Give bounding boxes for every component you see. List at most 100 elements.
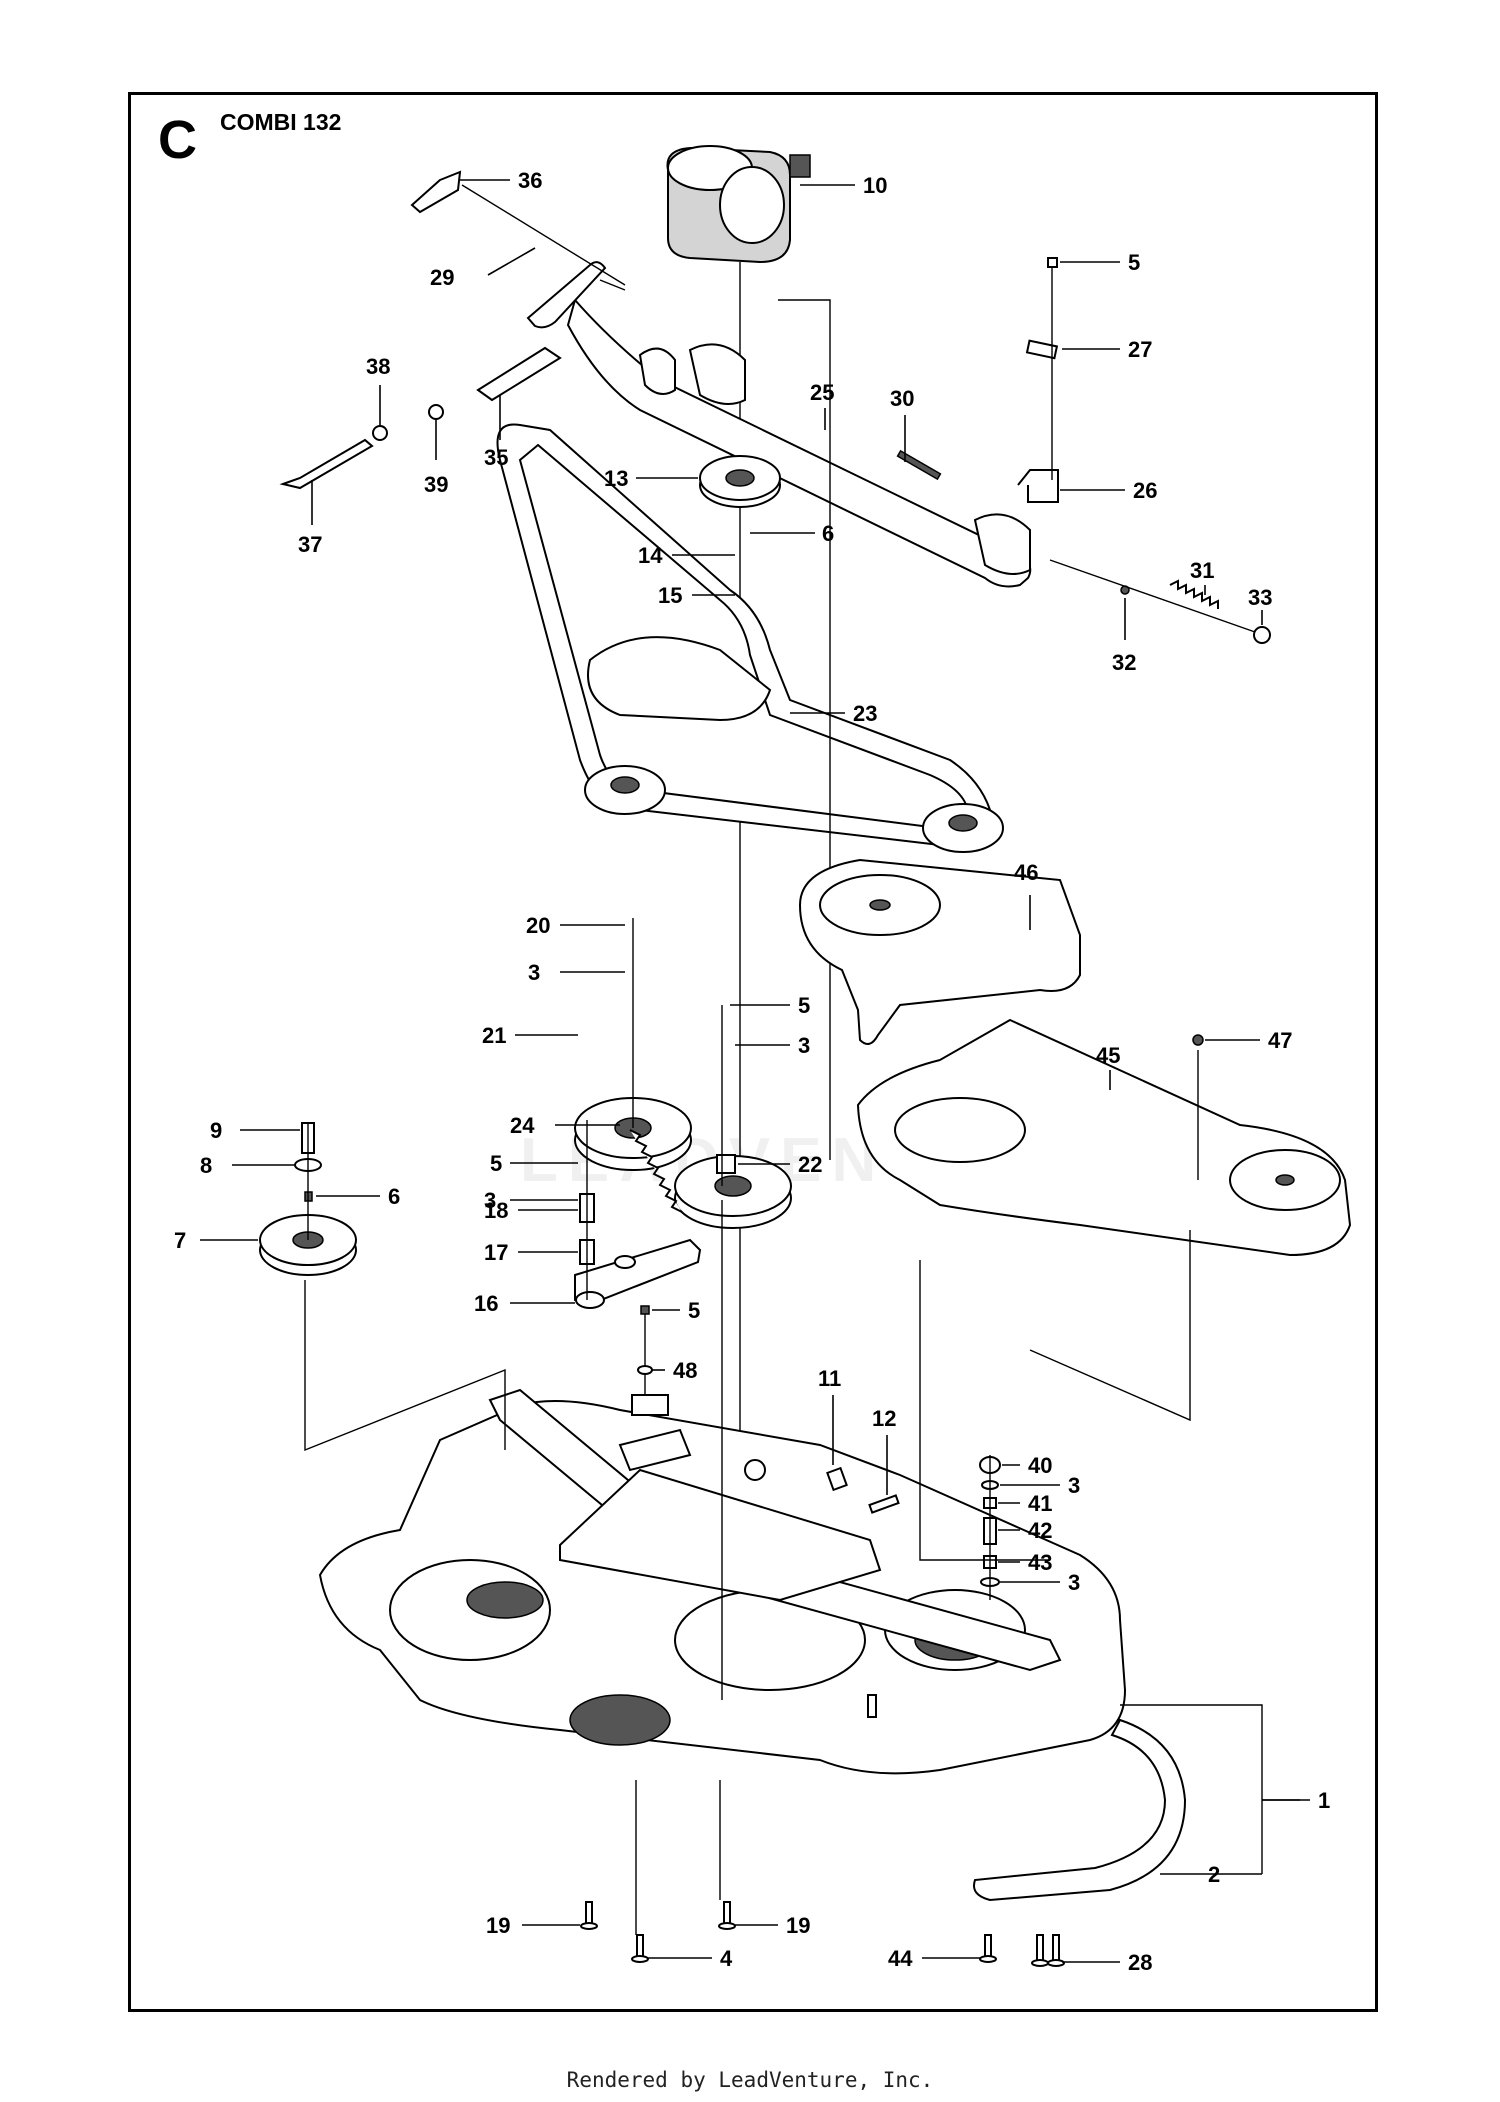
svg-text:15: 15	[658, 583, 682, 608]
bottom-screws	[580, 1901, 1065, 1967]
svg-text:28: 28	[1128, 1950, 1152, 1975]
spring-24	[629, 1129, 683, 1213]
svg-text:4: 4	[720, 1946, 733, 1971]
lift-shaft-part	[566, 297, 1032, 588]
svg-text:10: 10	[863, 173, 887, 198]
callout-38: 38	[366, 354, 390, 425]
callout-5-c: 5	[490, 1151, 578, 1176]
svg-text:29: 29	[430, 265, 454, 290]
cover-45	[856, 1018, 1352, 1257]
svg-text:42: 42	[1028, 1518, 1052, 1543]
svg-text:45: 45	[1096, 1043, 1120, 1068]
callout-33: 33	[1248, 585, 1272, 625]
svg-text:33: 33	[1248, 585, 1272, 610]
callout-40: 40	[1002, 1453, 1052, 1478]
svg-text:5: 5	[1128, 250, 1140, 275]
callout-32: 32	[1112, 598, 1136, 675]
svg-text:7: 7	[174, 1228, 186, 1253]
callout-8: 8	[200, 1153, 296, 1178]
callout-37: 37	[298, 480, 322, 557]
callout-46: 46	[1014, 860, 1038, 930]
svg-text:32: 32	[1112, 650, 1136, 675]
svg-text:19: 19	[486, 1913, 510, 1938]
callout-48: 48	[652, 1358, 697, 1383]
svg-text:8: 8	[200, 1153, 212, 1178]
svg-text:46: 46	[1014, 860, 1038, 885]
pulley-13	[699, 455, 781, 508]
svg-text:16: 16	[474, 1291, 498, 1316]
callout-2: 2	[1160, 1862, 1220, 1887]
bracket-26	[1017, 469, 1059, 503]
callout-17: 17	[484, 1240, 578, 1265]
callout-25: 25	[810, 380, 834, 430]
callout-26: 26	[1060, 478, 1157, 503]
callout-27: 27	[1062, 337, 1152, 362]
svg-text:41: 41	[1028, 1491, 1052, 1516]
svg-text:44: 44	[888, 1946, 913, 1971]
callout-30: 30	[890, 386, 914, 462]
svg-text:13: 13	[604, 466, 628, 491]
diagram-frame	[128, 92, 1378, 2012]
lift-arm-part	[410, 170, 607, 329]
svg-text:36: 36	[518, 168, 542, 193]
svg-text:30: 30	[890, 386, 914, 411]
callout-31: 31	[1190, 558, 1214, 595]
svg-text:38: 38	[366, 354, 390, 379]
svg-text:35: 35	[484, 445, 508, 470]
callout-35: 35	[484, 395, 508, 470]
callout-13: 13	[604, 466, 698, 491]
callout-47: 47	[1205, 1028, 1292, 1053]
svg-text:27: 27	[1128, 337, 1152, 362]
callout-10: 10	[800, 173, 887, 198]
callout-29: 29	[430, 247, 536, 290]
callout-5-top: 5	[1060, 250, 1140, 275]
callout-3-d: 3	[1000, 1473, 1080, 1498]
callout-42: 42	[998, 1518, 1052, 1543]
svg-text:23: 23	[853, 701, 877, 726]
callout-3-c: 3	[484, 1188, 578, 1213]
callout-3-a: 3	[528, 960, 625, 985]
plate-27	[1025, 339, 1059, 360]
callout-7: 7	[174, 1228, 258, 1253]
svg-text:31: 31	[1190, 558, 1214, 583]
section-letter: C	[158, 110, 197, 170]
callout-36: 36	[460, 168, 542, 193]
pulley-right-center	[674, 1155, 792, 1229]
callout-21: 21	[482, 1023, 578, 1048]
rod-part	[279, 346, 562, 490]
gearbox-part	[666, 145, 811, 264]
callout-39: 39	[424, 420, 448, 497]
cover-46	[798, 858, 1081, 1045]
svg-text:37: 37	[298, 532, 322, 557]
svg-text:24: 24	[510, 1113, 535, 1138]
belt-23	[496, 423, 992, 847]
svg-text:19: 19	[786, 1913, 810, 1938]
svg-text:39: 39	[424, 472, 448, 497]
callout-3-b: 3	[735, 1033, 810, 1058]
svg-text:2: 2	[1208, 1862, 1220, 1887]
callout-16: 16	[474, 1291, 575, 1316]
callout-14: 14	[638, 543, 735, 568]
svg-text:9: 9	[210, 1118, 222, 1143]
svg-text:3: 3	[1068, 1570, 1080, 1595]
svg-text:17: 17	[484, 1240, 508, 1265]
footer-text: Rendered by LeadVenture, Inc.	[566, 2068, 934, 2092]
svg-text:1: 1	[1318, 1788, 1330, 1813]
callout-20: 20	[526, 913, 625, 938]
callout-12: 12	[872, 1406, 896, 1495]
callout-6-top: 6	[750, 521, 834, 546]
svg-text:26: 26	[1133, 478, 1157, 503]
svg-text:12: 12	[872, 1406, 896, 1431]
svg-text:18: 18	[484, 1198, 508, 1223]
svg-text:48: 48	[673, 1358, 697, 1383]
svg-text:3: 3	[484, 1188, 496, 1213]
svg-text:14: 14	[638, 543, 663, 568]
callout-list: 36 10 29 5 27 38 25 30 35 39 13 26 37 6 …	[174, 168, 1330, 1975]
callout-5-d: 5	[652, 1298, 700, 1323]
pulley-belt-left	[584, 765, 666, 815]
callout-28: 28	[1062, 1950, 1152, 1975]
callout-19-right: 19	[735, 1913, 810, 1938]
nut-33	[1253, 626, 1271, 644]
model-title: COMBI 132	[220, 109, 341, 135]
callout-41: 41	[998, 1491, 1052, 1516]
